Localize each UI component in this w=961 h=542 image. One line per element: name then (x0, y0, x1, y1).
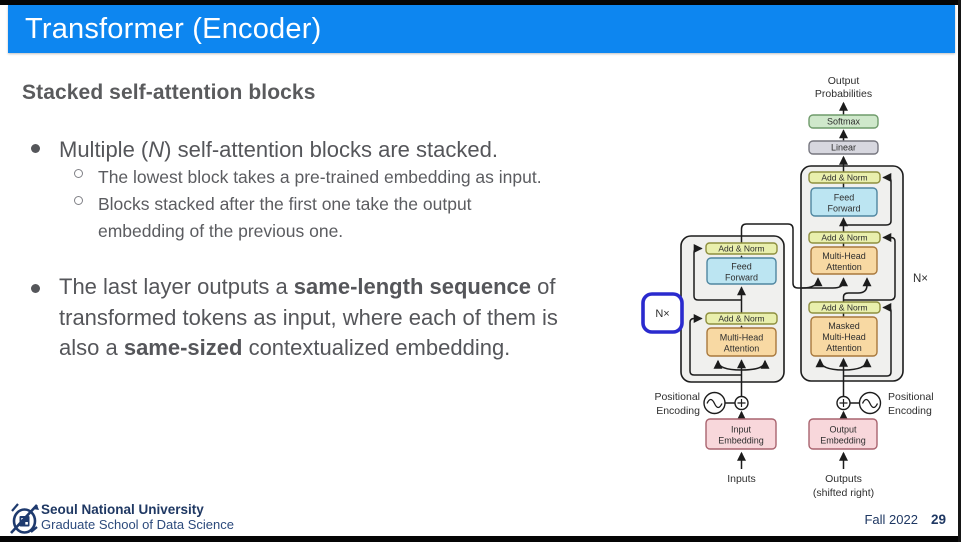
sub2-line1: Blocks stacked after the first one take … (98, 194, 472, 214)
footer-school-name: Graduate School of Data Science (41, 517, 234, 532)
masked-multi-head-attention-label: Multi-Head (822, 332, 866, 342)
section-heading: Stacked self-attention blocks (22, 81, 316, 104)
decoder-add-norm-box (808, 231, 881, 244)
nx-left-label: N× (655, 308, 669, 320)
letterbox-bottom (0, 536, 961, 542)
multi-head-attention-label: Multi-Head (822, 251, 866, 261)
sub-bullet-marker (74, 196, 83, 205)
bullet2-line3: also a same-sized contextualized embeddi… (59, 333, 619, 364)
masked-multi-head-attention-label: Masked (828, 321, 860, 331)
bullet1-italic-n: N (148, 137, 165, 162)
input-embedding-label: Input (731, 425, 752, 435)
linear-box (808, 140, 879, 155)
bullet-item-last-layer: The last layer outputs a same-length seq… (59, 272, 619, 364)
multi-head-attention-label: Attention (826, 262, 862, 272)
decoder-multi-head-attention-box (810, 246, 878, 275)
page-number: 29 (930, 512, 946, 527)
transformer-architecture-diagram: Output Probabilities Softmax Linear Add … (641, 75, 934, 499)
encoder-add-norm-box (705, 312, 778, 325)
output-embedding-label: Output (829, 425, 857, 435)
output-embedding-box (808, 418, 878, 450)
encoder-multi-head-attention-box (706, 327, 777, 357)
sub-bullet-lowest-block: The lowest block takes a pre-trained emb… (98, 167, 542, 187)
sub2-line2: embedding of the previous one. (98, 221, 344, 241)
bullet2-text: of (530, 274, 556, 299)
decoder-add-norm-box (808, 301, 881, 314)
feed-forward-label: Forward (827, 204, 860, 214)
footer-term: Fall 2022 (864, 512, 918, 527)
softmax-box (808, 114, 879, 129)
output-probabilities-label: Output (828, 75, 860, 87)
footer-university-name: Seoul National University (41, 502, 204, 517)
outputs-shifted-right-label: (shifted right) (813, 487, 874, 499)
bullet2-line2: transformed tokens as input, where each … (59, 304, 558, 330)
output-probabilities-label: Probabilities (815, 88, 872, 100)
encoder-flow-arrows (689, 223, 848, 469)
add-norm-label: Add & Norm (821, 303, 867, 313)
positional-encoding-right-label: Positional (888, 391, 934, 403)
feed-forward-label: Feed (731, 262, 752, 272)
outputs-label: Outputs (825, 473, 862, 485)
bullet2-line1: The last layer outputs a same-length seq… (59, 272, 619, 303)
bullet1-text-b: ) self-attention blocks are stacked. (164, 137, 498, 162)
bullet2-bold-same-sized: same-sized (123, 335, 243, 360)
masked-multi-head-attention-box (810, 316, 878, 357)
decoder-feed-forward-box (810, 187, 878, 217)
softmax-label: Softmax (827, 117, 861, 127)
footer-institution: Seoul National University Graduate Schoo… (41, 502, 234, 532)
page-title: Transformer (Encoder) (25, 12, 322, 45)
bullet2-bold-same-length: same-length sequence (293, 274, 531, 299)
add-norm-label: Add & Norm (718, 244, 764, 254)
bullet1-text-a: Multiple ( (59, 137, 149, 162)
feed-forward-label: Forward (725, 273, 758, 283)
letterbox-top (0, 0, 961, 5)
masked-multi-head-attention-label: Attention (826, 343, 862, 353)
decoder-flow-arrows (815, 101, 896, 469)
multi-head-attention-label: Multi-Head (720, 333, 764, 343)
linear-label: Linear (831, 143, 856, 153)
footer-meta: Fall 2022 29 (864, 512, 946, 527)
positional-encoding-right-label: Encoding (888, 405, 932, 417)
bullet-marker (31, 284, 40, 293)
encoder-feed-forward-box (706, 257, 777, 285)
multi-head-attention-label: Attention (724, 344, 760, 354)
positional-encoding-left-label: Positional (654, 391, 700, 403)
nx-highlight-box (641, 292, 684, 334)
bullet2-text: contextualized embedding. (242, 335, 511, 360)
sub-bullet-marker (74, 169, 83, 178)
decoder-add-norm-box (808, 171, 881, 184)
positional-encoding-symbols (703, 391, 882, 415)
bullet2-text: also a (59, 335, 124, 360)
feed-forward-label: Feed (834, 193, 855, 203)
output-embedding-label: Embedding (820, 436, 866, 446)
letterbox-right (958, 0, 961, 542)
sub-bullet-stacked-blocks: Blocks stacked after the first one take … (98, 191, 618, 245)
add-norm-label: Add & Norm (821, 233, 867, 243)
add-norm-label: Add & Norm (821, 173, 867, 183)
add-norm-label: Add & Norm (718, 314, 764, 324)
snu-logo (10, 503, 39, 534)
input-embedding-label: Embedding (718, 436, 764, 446)
nx-right-label: N× (913, 273, 928, 285)
positional-encoding-left-label: Encoding (656, 405, 700, 417)
input-embedding-box (705, 418, 777, 450)
bullet-marker (31, 144, 40, 153)
bullet-item-stacked: Multiple (N) self-attention blocks are s… (59, 135, 619, 165)
inputs-label: Inputs (727, 473, 756, 485)
slide-title-bar: Transformer (Encoder) (8, 5, 955, 53)
encoder-add-norm-box (705, 242, 778, 255)
bullet2-text: The last layer outputs a (59, 274, 294, 299)
